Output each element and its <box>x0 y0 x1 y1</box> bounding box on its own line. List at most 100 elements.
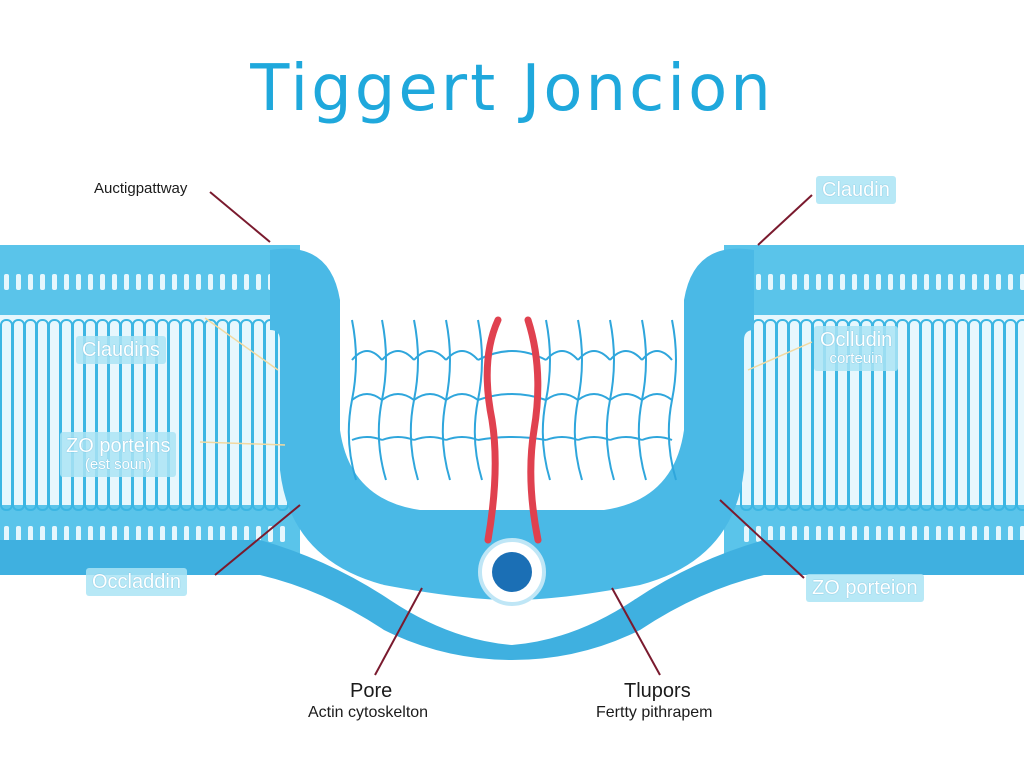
lipid-head <box>912 274 917 290</box>
lipid-head <box>136 526 141 542</box>
left-strand <box>483 316 502 544</box>
mesh-link <box>413 393 447 401</box>
lipid-tail <box>1016 319 1024 511</box>
lipid-head <box>816 526 821 542</box>
lipid-head <box>936 526 941 542</box>
lipid-head <box>232 274 237 290</box>
callout-left-2: ZO porteins (est soun) <box>60 432 177 477</box>
lipid-head <box>1008 526 1013 542</box>
lipid-head <box>148 274 153 290</box>
lipid-head <box>768 274 773 290</box>
lipid-head <box>852 274 857 290</box>
lipid-head <box>972 274 977 290</box>
lipid-head <box>220 274 225 290</box>
mesh-link <box>351 393 383 401</box>
lipid-head <box>172 274 177 290</box>
lipid-head <box>792 274 797 290</box>
mesh-link <box>381 436 415 441</box>
lipid-head <box>40 526 45 542</box>
lipid-head <box>196 274 201 290</box>
mesh-link <box>609 436 643 441</box>
lipid-head <box>792 526 797 542</box>
leader-left-1 <box>204 317 279 371</box>
callout-left-1: Claudins <box>76 336 166 364</box>
lipid-head <box>208 274 213 290</box>
leader-right-1 <box>747 341 813 371</box>
lipid-head <box>64 526 69 542</box>
mesh-strand <box>667 319 677 481</box>
mesh-link <box>577 393 611 401</box>
lipid-head <box>220 526 225 542</box>
mesh-link <box>641 350 673 361</box>
lipid-head <box>1020 526 1024 542</box>
lipid-head <box>876 274 881 290</box>
lipid-head <box>112 274 117 290</box>
lipid-head <box>208 526 213 542</box>
left-lipid-bilayer <box>0 274 289 542</box>
diagram-title: Tiggert Joncion <box>250 52 774 126</box>
lipid-head <box>996 526 1001 542</box>
lipid-head <box>804 526 809 542</box>
lipid-head <box>780 274 785 290</box>
callout-right-1-sub: corteuin <box>829 350 883 367</box>
mesh-link <box>577 436 611 441</box>
lipid-head <box>888 526 893 542</box>
mesh-link <box>413 436 447 441</box>
lipid-head <box>4 526 9 542</box>
pore-core <box>492 552 532 592</box>
mesh-link <box>413 350 447 361</box>
lipid-head <box>172 526 177 542</box>
lipid-head <box>840 274 845 290</box>
lipid-head <box>900 274 905 290</box>
lipid-head <box>88 526 93 542</box>
lipid-head <box>960 526 965 542</box>
lipid-head <box>4 274 9 290</box>
lipid-head <box>948 526 953 542</box>
lipid-head <box>256 274 261 290</box>
lipid-head <box>64 274 69 290</box>
lipid-head <box>76 526 81 542</box>
lipid-head <box>184 526 189 542</box>
lipid-head <box>76 274 81 290</box>
lipid-head <box>876 526 881 542</box>
mesh-link <box>381 350 415 361</box>
mesh-link <box>381 393 415 401</box>
label-bottom-left-sub: Actin cytoskelton <box>308 704 429 721</box>
junction-mesh <box>347 319 677 481</box>
callout-left-2-sub: (est soun) <box>84 456 152 473</box>
lipid-head <box>744 526 749 542</box>
lipid-head <box>136 274 141 290</box>
leader-top-left <box>209 191 271 243</box>
leader-bottom-right <box>611 587 661 676</box>
lipid-head <box>828 526 833 542</box>
label-top-left: Auctigpattway <box>94 180 188 197</box>
lipid-head <box>52 274 57 290</box>
leader-left-2 <box>199 441 286 446</box>
label-bottom-right-title: Tlupors <box>624 680 691 702</box>
lipid-head <box>1020 274 1024 290</box>
leader-top-right <box>757 194 813 246</box>
mesh-link <box>545 393 579 401</box>
lipid-head <box>900 526 905 542</box>
lipid-head <box>52 526 57 542</box>
mesh-link <box>577 350 611 361</box>
mesh-link <box>351 436 383 441</box>
callout-left-3: Occladdin <box>86 568 187 596</box>
lipid-head <box>828 274 833 290</box>
lipid-head <box>924 274 929 290</box>
lipid-head <box>924 526 929 542</box>
lipid-head <box>112 526 117 542</box>
lipid-head <box>936 274 941 290</box>
lipid-head <box>864 526 869 542</box>
lipid-head <box>912 526 917 542</box>
callout-left-2-main: ZO porteins <box>66 435 171 457</box>
lipid-head <box>816 274 821 290</box>
mesh-link <box>351 350 383 361</box>
lipid-head <box>996 274 1001 290</box>
junction-body <box>270 248 754 601</box>
leader-bottom-left <box>374 587 423 676</box>
lipid-head <box>840 526 845 542</box>
lipid-head <box>888 274 893 290</box>
leader-right-2 <box>719 499 805 579</box>
mesh-link <box>641 393 673 401</box>
